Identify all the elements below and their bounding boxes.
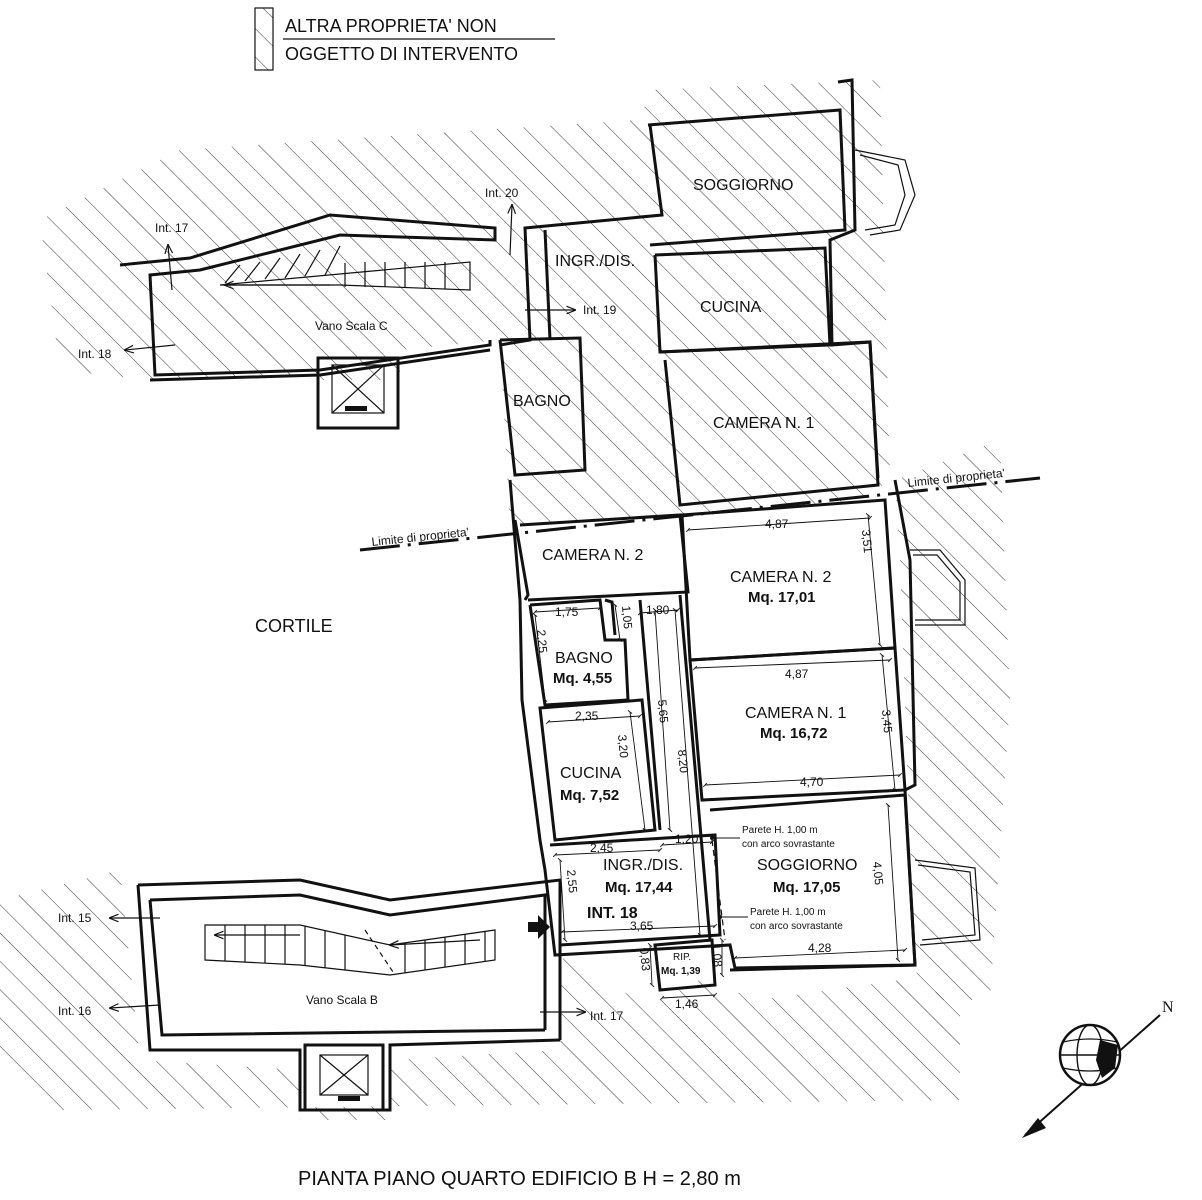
op-ingr: INGR./DIS.	[555, 253, 635, 270]
yard-label: CORTILE	[255, 616, 333, 636]
stair-b-int17: Int. 17	[590, 1009, 624, 1023]
hatched-areas	[0, 80, 1010, 1120]
note-wall-1a: Parete H. 1,00 m	[742, 825, 818, 836]
unit-soggiorno-name: SOGGIORNO	[757, 857, 857, 874]
dim-corr-w: 1,20	[675, 832, 699, 846]
stair-c-label: Vano Scala C	[315, 319, 388, 333]
note-wall-2b: con arco sovrastante	[750, 921, 843, 932]
op-soggiorno: SOGGIORNO	[693, 177, 793, 194]
elevator-c	[316, 356, 400, 430]
unit-bagno-name: BAGNO	[555, 650, 613, 667]
stair-b-int16: Int. 16	[58, 1004, 92, 1018]
unit-name: INT. 18	[587, 905, 638, 922]
drawing-title: PIANTA PIANO QUARTO EDIFICIO B H = 2,80 …	[298, 1168, 741, 1190]
dim-sogg-w: 4,28	[808, 941, 832, 955]
dim-rip-h-right: 1,08	[709, 943, 725, 968]
unit-rip-area: Mq. 1,39	[661, 966, 701, 977]
op-camera1: CAMERA N. 1	[713, 415, 814, 432]
unit-ingr-name: INGR./DIS.	[603, 857, 683, 874]
unit-camera2-area: Mq. 17,01	[748, 589, 816, 606]
dim-corr-b: 1,80	[646, 603, 670, 617]
stair-c-int20: Int. 20	[485, 186, 519, 200]
dim-cam1-h: 3,45	[879, 709, 895, 734]
north-compass-icon: N	[1022, 999, 1174, 1138]
unit-bagno-area: Mq. 4,55	[553, 670, 612, 687]
dim-corr-len: 5,65	[655, 699, 671, 724]
unit-camera1-name: CAMERA N. 1	[745, 705, 846, 722]
dim-corr-a: 1,05	[619, 605, 635, 630]
dim-cucina-h: 3,20	[615, 734, 631, 759]
unit-rip-name: RIP.	[673, 952, 691, 963]
unit-cucina-area: Mq. 7,52	[560, 787, 619, 804]
op-camera2: CAMERA N. 2	[542, 547, 643, 564]
stair-c-int18: Int. 18	[78, 347, 112, 361]
dim-bagno-h: 2,25	[534, 629, 550, 654]
dim-bagno-w: 1,75	[555, 605, 579, 619]
stair-b: Vano Scala B Int. 15 Int. 16 Int. 17	[58, 878, 624, 1112]
dimension-lines	[532, 512, 908, 1001]
dim-sogg-h: 4,05	[870, 861, 886, 886]
unit-ingr-area: Mq. 17,44	[605, 879, 673, 896]
op-cucina: CUCINA	[700, 299, 762, 316]
dim-cam1-w-bot: 4,70	[800, 775, 824, 789]
unit-soggiorno-area: Mq. 17,05	[773, 879, 841, 896]
unit-int18: CAMERA N. 2 CAMERA N. 2 Mq. 17,01 CAMERA…	[508, 479, 981, 1011]
dim-cam1-w-top: 4,87	[785, 667, 809, 681]
stair-b-label: Vano Scala B	[306, 993, 378, 1007]
dim-cucina-w: 2,35	[575, 709, 599, 723]
unit-camera2-name: CAMERA N. 2	[730, 569, 831, 586]
other-property-building: SOGGIORNO INGR./DIS. CUCINA BAGNO CAMERA…	[498, 78, 916, 507]
property-limit-label-left: Limite di proprieta'	[371, 525, 470, 549]
note-wall-1b: con arco sovrastante	[742, 839, 835, 850]
dim-ingr-w: 2,45	[590, 841, 614, 855]
dim-cam2-w: 4,87	[765, 517, 789, 531]
elevator-b	[303, 1043, 385, 1112]
entrance-arrow-icon	[528, 915, 550, 939]
stair-c-int17: Int. 17	[155, 221, 189, 235]
legend-line-1: ALTRA PROPRIETA' NON	[285, 16, 497, 36]
stair-c: Vano Scala C Int. 17 Int. 18 Int. 20 Int…	[78, 186, 617, 430]
op-bagno: BAGNO	[513, 393, 571, 410]
dim-rip-h-left: 0,83	[637, 947, 653, 972]
stair-c-steps	[224, 245, 446, 289]
stair-c-int19: Int. 19	[583, 303, 617, 317]
dim-ingr-h: 2,55	[564, 869, 580, 894]
dim-cam2-h: 3,51	[859, 529, 875, 554]
dim-ingr-bottom: 3,65	[630, 919, 654, 933]
unit-camera1-area: Mq. 16,72	[760, 725, 828, 742]
stair-b-steps	[224, 925, 486, 973]
north-label: N	[1162, 999, 1174, 1016]
note-wall-2a: Parete H. 1,00 m	[750, 907, 826, 918]
stair-b-int15: Int. 15	[58, 911, 92, 925]
dim-corr-total: 8,20	[675, 749, 691, 774]
legend: ALTRA PROPRIETA' NON OGGETTO DI INTERVEN…	[254, 7, 555, 71]
legend-line-2: OGGETTO DI INTERVENTO	[285, 44, 518, 64]
legend-hatch-swatch	[254, 7, 274, 71]
unit-cucina-name: CUCINA	[560, 765, 622, 782]
dim-rip-w: 1,46	[675, 997, 699, 1011]
